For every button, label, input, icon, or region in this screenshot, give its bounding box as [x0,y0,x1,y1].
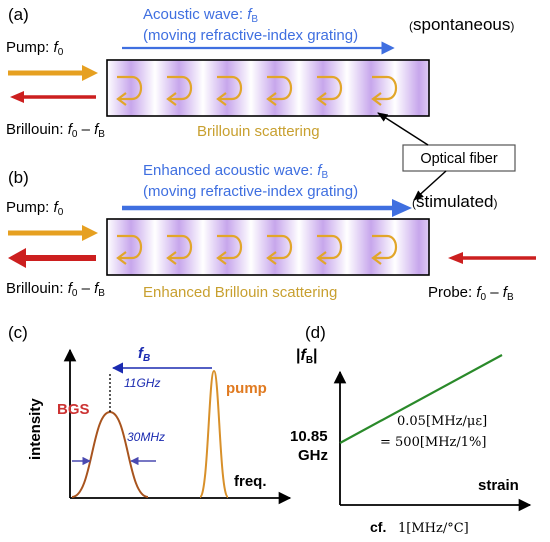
fiber-b [106,218,430,276]
pump-label-b: Pump: f0 [6,199,64,218]
callout-arrow-b [413,170,447,201]
grating-label: (moving refractive-index grating) [143,27,358,44]
curl-arrowhead [316,92,327,106]
scattering-label-b: Enhanced Brillouin scattering [143,284,337,301]
curls-a [116,75,398,106]
curl-arrowhead [266,92,277,106]
pump-label-a: Pump: f0 [6,39,64,58]
cf-label: cf. [370,519,386,535]
panel-d-label: (d) [305,323,326,342]
bgs-peak [71,410,149,498]
enhanced-acoustic-label: Enhanced acoustic wave: fB [143,162,328,181]
d-y0-unit: GHz [298,447,328,464]
probe-label: Probe: f0 – fB [428,284,514,303]
curl-arrowhead [216,251,227,265]
curl-arrow [372,75,398,101]
panel-a: (a) Acoustic wave: fB (moving refractive… [6,5,514,140]
scattering-label-a: Brillouin scattering [197,123,320,140]
shift-label: 11GHz [124,376,160,390]
curl-arrowhead [371,251,382,265]
c-ylabel: intensity [27,398,44,460]
probe-arrow [448,252,536,264]
bgs-label: BGS [57,401,90,418]
curl-arrowhead [216,92,227,106]
curl-arrowhead [166,251,177,265]
strain-line [339,354,503,444]
curl-arrow [217,75,243,101]
curl-arrowhead [316,251,327,265]
curls-b [116,234,398,265]
curl-arrowhead [116,251,127,265]
c-xlabel: freq. [234,473,267,490]
curl-arrow [372,234,398,260]
pump-arrow-b [8,225,98,241]
acoustic-wave-label: Acoustic wave: fB [143,6,258,25]
curl-arrowhead [371,92,382,106]
c-fb-label: fB [138,345,150,364]
curl-arrow [217,234,243,260]
fiber-a [106,59,430,117]
curl-arrow [167,234,193,260]
panel-b: (b) Enhanced acoustic wave: fB (moving r… [6,162,536,303]
width-label: 30MHz [127,430,165,444]
curl-arrow [167,75,193,101]
curl-arrowhead [116,92,127,106]
panel-d: (d) |fB| 10.85 GHz 0.05[MHz/με] = 500[MH… [290,323,532,536]
coef-line1: 0.05[MHz/με] [397,414,487,429]
cf-value: 1[MHz/°C] [398,521,469,536]
optical-fiber-callout: Optical fiber [377,112,516,201]
panel-b-label: (b) [8,168,29,187]
pump-arrow-a [8,65,98,81]
d-ylabel: |fB| [296,347,318,366]
optical-fiber-label: Optical fiber [420,151,498,167]
curl-arrow [117,234,143,260]
brillouin-label-a: Brillouin: f0 – fB [6,121,105,140]
mode-spontaneous: (spontaneous) [409,15,514,34]
curl-arrow [317,234,343,260]
enhanced-acoustic-arrow [122,199,412,217]
panel-c: (c) intensity freq. fB 11GHz pump BGS 30… [8,323,292,505]
d-xlabel: strain [478,477,519,494]
curl-arrow [267,75,293,101]
curl-arrowhead [166,92,177,106]
curl-arrowhead [266,251,277,265]
callout-arrow-a [377,112,429,146]
panel-a-label: (a) [8,5,29,24]
curl-arrow [117,75,143,101]
brillouin-arrow-a [10,91,96,103]
mode-stimulated: (stimulated) [412,192,497,211]
optical-fiber-box [402,144,516,172]
panel-c-label: (c) [8,323,28,342]
curl-arrow [267,234,293,260]
brillouin-label-b: Brillouin: f0 – fB [6,280,105,299]
pump-peak-label: pump [226,380,267,397]
d-y0-value: 10.85 [290,428,328,445]
pump-peak [199,369,229,498]
grating-label-b: (moving refractive-index grating) [143,183,358,200]
brillouin-arrow-b [8,248,96,268]
curl-arrow [317,75,343,101]
coef-line2: = 500[MHz/1%] [380,435,486,450]
